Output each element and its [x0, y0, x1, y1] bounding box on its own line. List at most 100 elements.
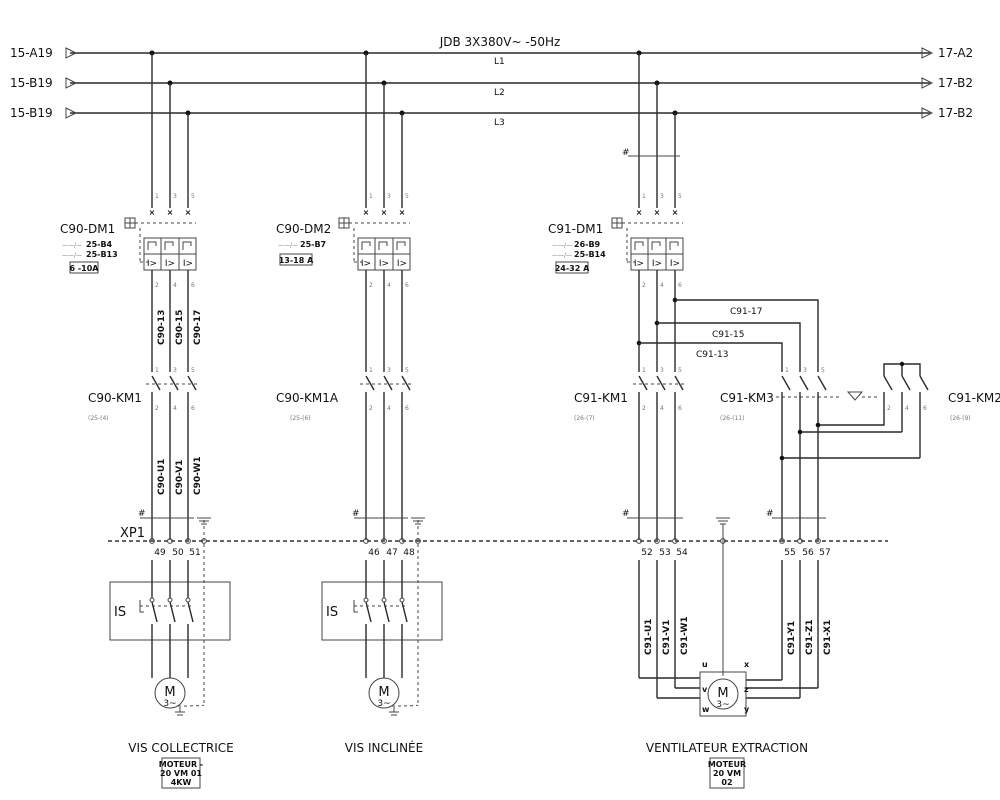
svg-text:6: 6 [678, 282, 682, 289]
svg-text:3: 3 [173, 367, 177, 374]
motor-title-vis-collectrice: VIS COLLECTRICE [128, 741, 234, 755]
cable-label: C91-X1 [823, 620, 833, 655]
branch-vis-inclinee: × × × I> I> I> [321, 53, 443, 716]
cable-label: C91-U1 [644, 619, 654, 655]
svg-text:2: 2 [155, 405, 159, 412]
motor-phase: 3~ [716, 700, 729, 710]
ol-mark: I> [379, 259, 389, 269]
cable-label: C91-Y1 [787, 621, 797, 655]
motor-tag-line: 20 VM [713, 769, 741, 778]
contactor-name-c91-km2: C91-KM2 [948, 391, 1000, 405]
cable-label: C90-15 [175, 310, 185, 345]
contact-mark: × [363, 208, 370, 217]
ol-mark: I> [361, 259, 371, 269]
svg-text:1: 1 [155, 367, 159, 374]
contact-mark: × [381, 208, 388, 217]
motor-symbol: M [717, 686, 728, 701]
phase-label-l3: L3 [494, 118, 505, 128]
contactor-name-c90-km1a: C90-KM1A [276, 391, 339, 405]
terminal-number: 56 [802, 548, 814, 558]
svg-text:5: 5 [191, 193, 195, 200]
motor-symbol: M [378, 685, 389, 700]
cable-label: C91-W1 [680, 616, 690, 655]
breaker-ref: 26-B9 [574, 240, 601, 249]
breaker-ref: 25-B14 [574, 250, 606, 259]
svg-text:2: 2 [155, 282, 159, 289]
contact-mark: × [399, 208, 406, 217]
winding-label: z [744, 685, 749, 694]
breaker-switch-glyph: ——/— [552, 242, 572, 249]
hash-mark: # [622, 509, 630, 519]
ol-mark: I> [634, 259, 644, 269]
bus-left-ref-l3: 15-B19 [10, 106, 53, 120]
motor-title-ventilateur-extraction: VENTILATEUR EXTRACTION [646, 741, 808, 755]
contact-mark: × [636, 208, 643, 217]
svg-text:6: 6 [405, 282, 409, 289]
cable-label: C91-15 [712, 330, 744, 340]
svg-text:5: 5 [678, 193, 682, 200]
breaker-ref: 25-B13 [86, 250, 118, 259]
winding-label: v [702, 685, 708, 694]
isolator-label: IS [326, 605, 338, 620]
svg-text:3: 3 [803, 367, 807, 374]
contactor-ref: (26-(9) [950, 415, 971, 422]
contactor-ref: (25-(6) [290, 415, 311, 422]
terminal-number: 49 [154, 548, 166, 558]
svg-text:1: 1 [155, 193, 159, 200]
motor-phase: 3~ [163, 699, 176, 709]
svg-text:6: 6 [923, 405, 927, 412]
contactor-ref: (26-(11) [720, 415, 744, 422]
terminal-points [149, 538, 821, 544]
motor-tag-line: 02 [721, 778, 732, 787]
contact-mark: × [672, 208, 679, 217]
phase-label-l2: L2 [494, 88, 505, 98]
winding-label: x [744, 660, 750, 669]
svg-text:4: 4 [173, 282, 177, 289]
breaker-name-c90-dm2: C90-DM2 [276, 222, 331, 236]
cable-label: C90-13 [157, 310, 167, 345]
breaker-switch-glyph: ——/— [62, 252, 82, 259]
motor-phase: 3~ [377, 699, 390, 709]
svg-text:6: 6 [191, 282, 195, 289]
svg-text:2: 2 [887, 405, 891, 412]
breaker-switch-glyph: ——/— [552, 252, 572, 259]
ol-mark: I> [147, 259, 157, 269]
terminal-number: 47 [386, 548, 397, 558]
svg-text:2: 2 [642, 282, 646, 289]
svg-text:4: 4 [173, 405, 177, 412]
motor-tag-line: MOTEUR [708, 760, 746, 769]
motor-title-vis-inclinee: VIS INCLINÉE [345, 740, 423, 755]
svg-text:6: 6 [191, 405, 195, 412]
svg-text:1: 1 [369, 367, 373, 374]
svg-text:5: 5 [821, 367, 825, 374]
bus-header: JDB 3X380V~ -50Hz [439, 35, 561, 49]
breaker-ref: 25-B4 [86, 240, 113, 249]
terminal-number: 53 [659, 548, 670, 558]
contactor-ref: (26-(7) [574, 415, 595, 422]
ol-mark: I> [397, 259, 407, 269]
svg-text:4: 4 [660, 405, 664, 412]
hash-mark: # [138, 509, 146, 519]
svg-text:5: 5 [405, 193, 409, 200]
svg-text:5: 5 [678, 367, 682, 374]
svg-text:3: 3 [660, 193, 664, 200]
cable-label: C91-Z1 [805, 619, 815, 655]
branch-ventilateur-extraction: × × × I> I> I> [611, 53, 929, 717]
winding-label: y [744, 705, 750, 714]
bus-left-ref-l2: 15-B19 [10, 76, 53, 90]
svg-text:3: 3 [387, 193, 391, 200]
svg-text:6: 6 [678, 405, 682, 412]
terminal-number: 51 [189, 548, 200, 558]
svg-text:5: 5 [191, 367, 195, 374]
terminal-number: 50 [172, 548, 184, 558]
svg-text:1: 1 [369, 193, 373, 200]
breaker-range: 6 -10A [70, 264, 100, 273]
svg-text:2: 2 [369, 405, 373, 412]
svg-text:6: 6 [405, 405, 409, 412]
contactor-name-c91-km3: C91-KM3 [720, 391, 774, 405]
terminal-strip-name: XP1 [120, 526, 145, 541]
svg-text:5: 5 [405, 367, 409, 374]
ol-mark: I> [183, 259, 193, 269]
winding-label: u [702, 660, 708, 669]
